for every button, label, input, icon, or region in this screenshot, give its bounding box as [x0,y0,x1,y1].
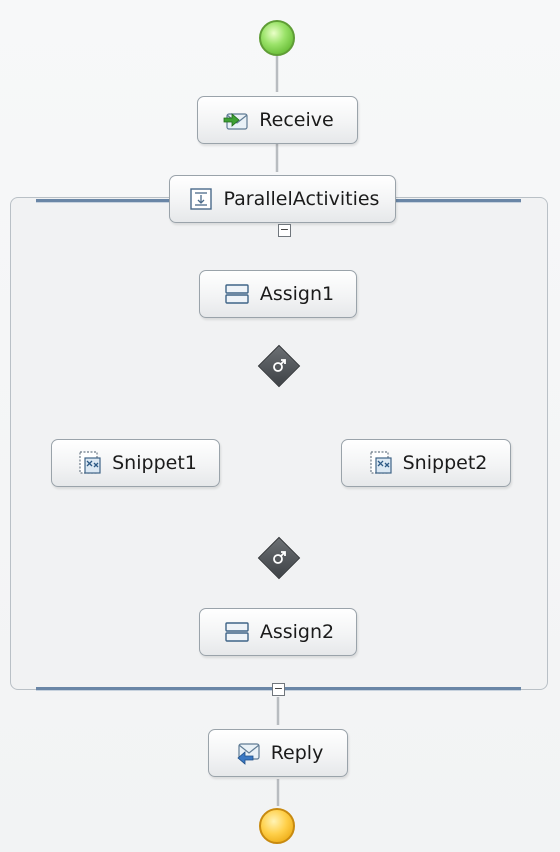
snippet-icon [74,448,104,478]
assign2-activity[interactable]: Assign2 [199,608,357,656]
reply-activity[interactable]: Reply [208,729,348,777]
reply-icon [233,738,263,768]
parallel-activities-label: ParallelActivities [223,188,380,210]
scope-top-bar-left [36,199,170,202]
start-event[interactable] [259,20,295,56]
parallel-activities-header[interactable]: ParallelActivities [169,175,396,223]
parallel-activities-icon [186,184,216,214]
receive-icon [221,105,251,135]
snippet2-label: Snippet2 [402,452,488,474]
assign2-label: Assign2 [259,621,335,643]
assign-icon [222,279,252,309]
snippet2-activity[interactable]: Snippet2 [341,439,511,487]
scope-bottom-bar-left [36,687,272,690]
assign1-label: Assign1 [259,283,335,305]
parallel-split-gateway[interactable] [257,344,301,388]
receive-activity[interactable]: Receive [197,96,358,144]
collapse-toggle-bottom[interactable]: − [272,682,285,696]
scope-bottom-bar-right [285,687,521,690]
assign1-activity[interactable]: Assign1 [199,270,357,318]
fork-icon [271,550,287,566]
end-event[interactable] [259,808,295,844]
scope-top-bar-right [395,199,521,202]
assign-icon [222,617,252,647]
reply-label: Reply [270,742,324,764]
collapse-toggle-top[interactable]: − [278,223,291,237]
snippet-icon [365,448,395,478]
fork-icon [271,358,287,374]
receive-label: Receive [259,109,334,131]
snippet1-activity[interactable]: Snippet1 [51,439,220,487]
parallel-join-gateway[interactable] [257,536,301,580]
snippet1-label: Snippet1 [112,452,197,474]
